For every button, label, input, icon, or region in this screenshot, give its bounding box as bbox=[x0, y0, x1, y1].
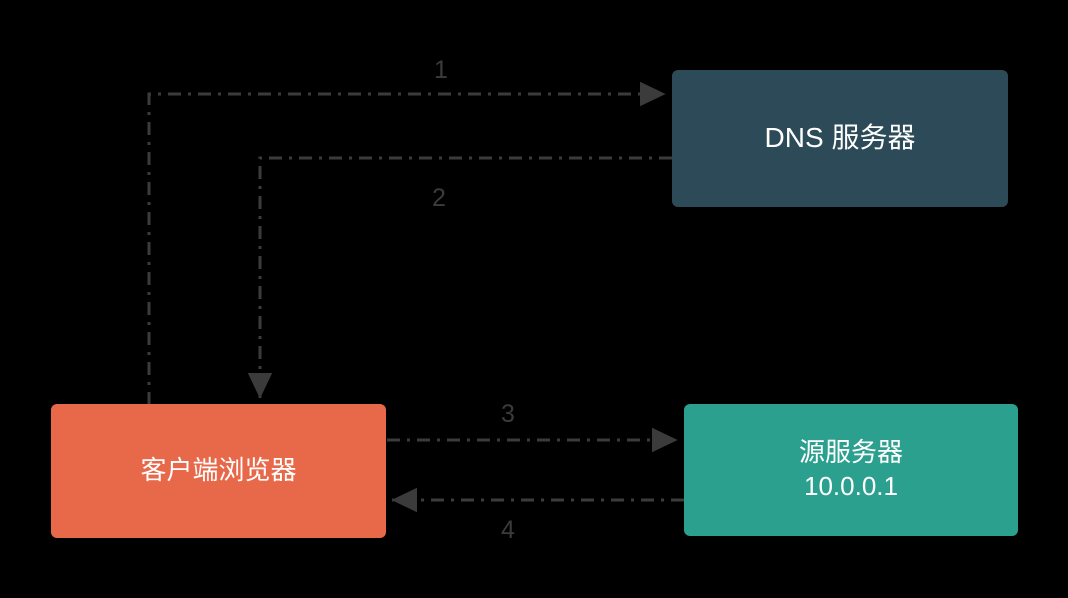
node-origin-server-ip: 10.0.0.1 bbox=[804, 471, 898, 501]
node-client-browser[interactable]: 客户端浏览器 bbox=[51, 404, 386, 538]
node-dns-server[interactable]: DNS 服务器 bbox=[672, 70, 1008, 207]
node-client-browser-label: 客户端浏览器 bbox=[140, 455, 297, 486]
flow-2-connector bbox=[247, 156, 672, 399]
flow-label-4: 4 bbox=[501, 516, 515, 544]
node-origin-server[interactable]: 源服务器 10.0.0.1 bbox=[684, 404, 1018, 536]
flow-1-connector bbox=[147, 81, 666, 405]
flow-label-2: 2 bbox=[432, 184, 446, 212]
node-origin-server-label: 源服务器 bbox=[798, 437, 903, 468]
flow-label-1: 1 bbox=[434, 56, 448, 84]
flow-label-3: 3 bbox=[501, 400, 515, 428]
node-dns-server-label: DNS 服务器 bbox=[764, 122, 916, 154]
